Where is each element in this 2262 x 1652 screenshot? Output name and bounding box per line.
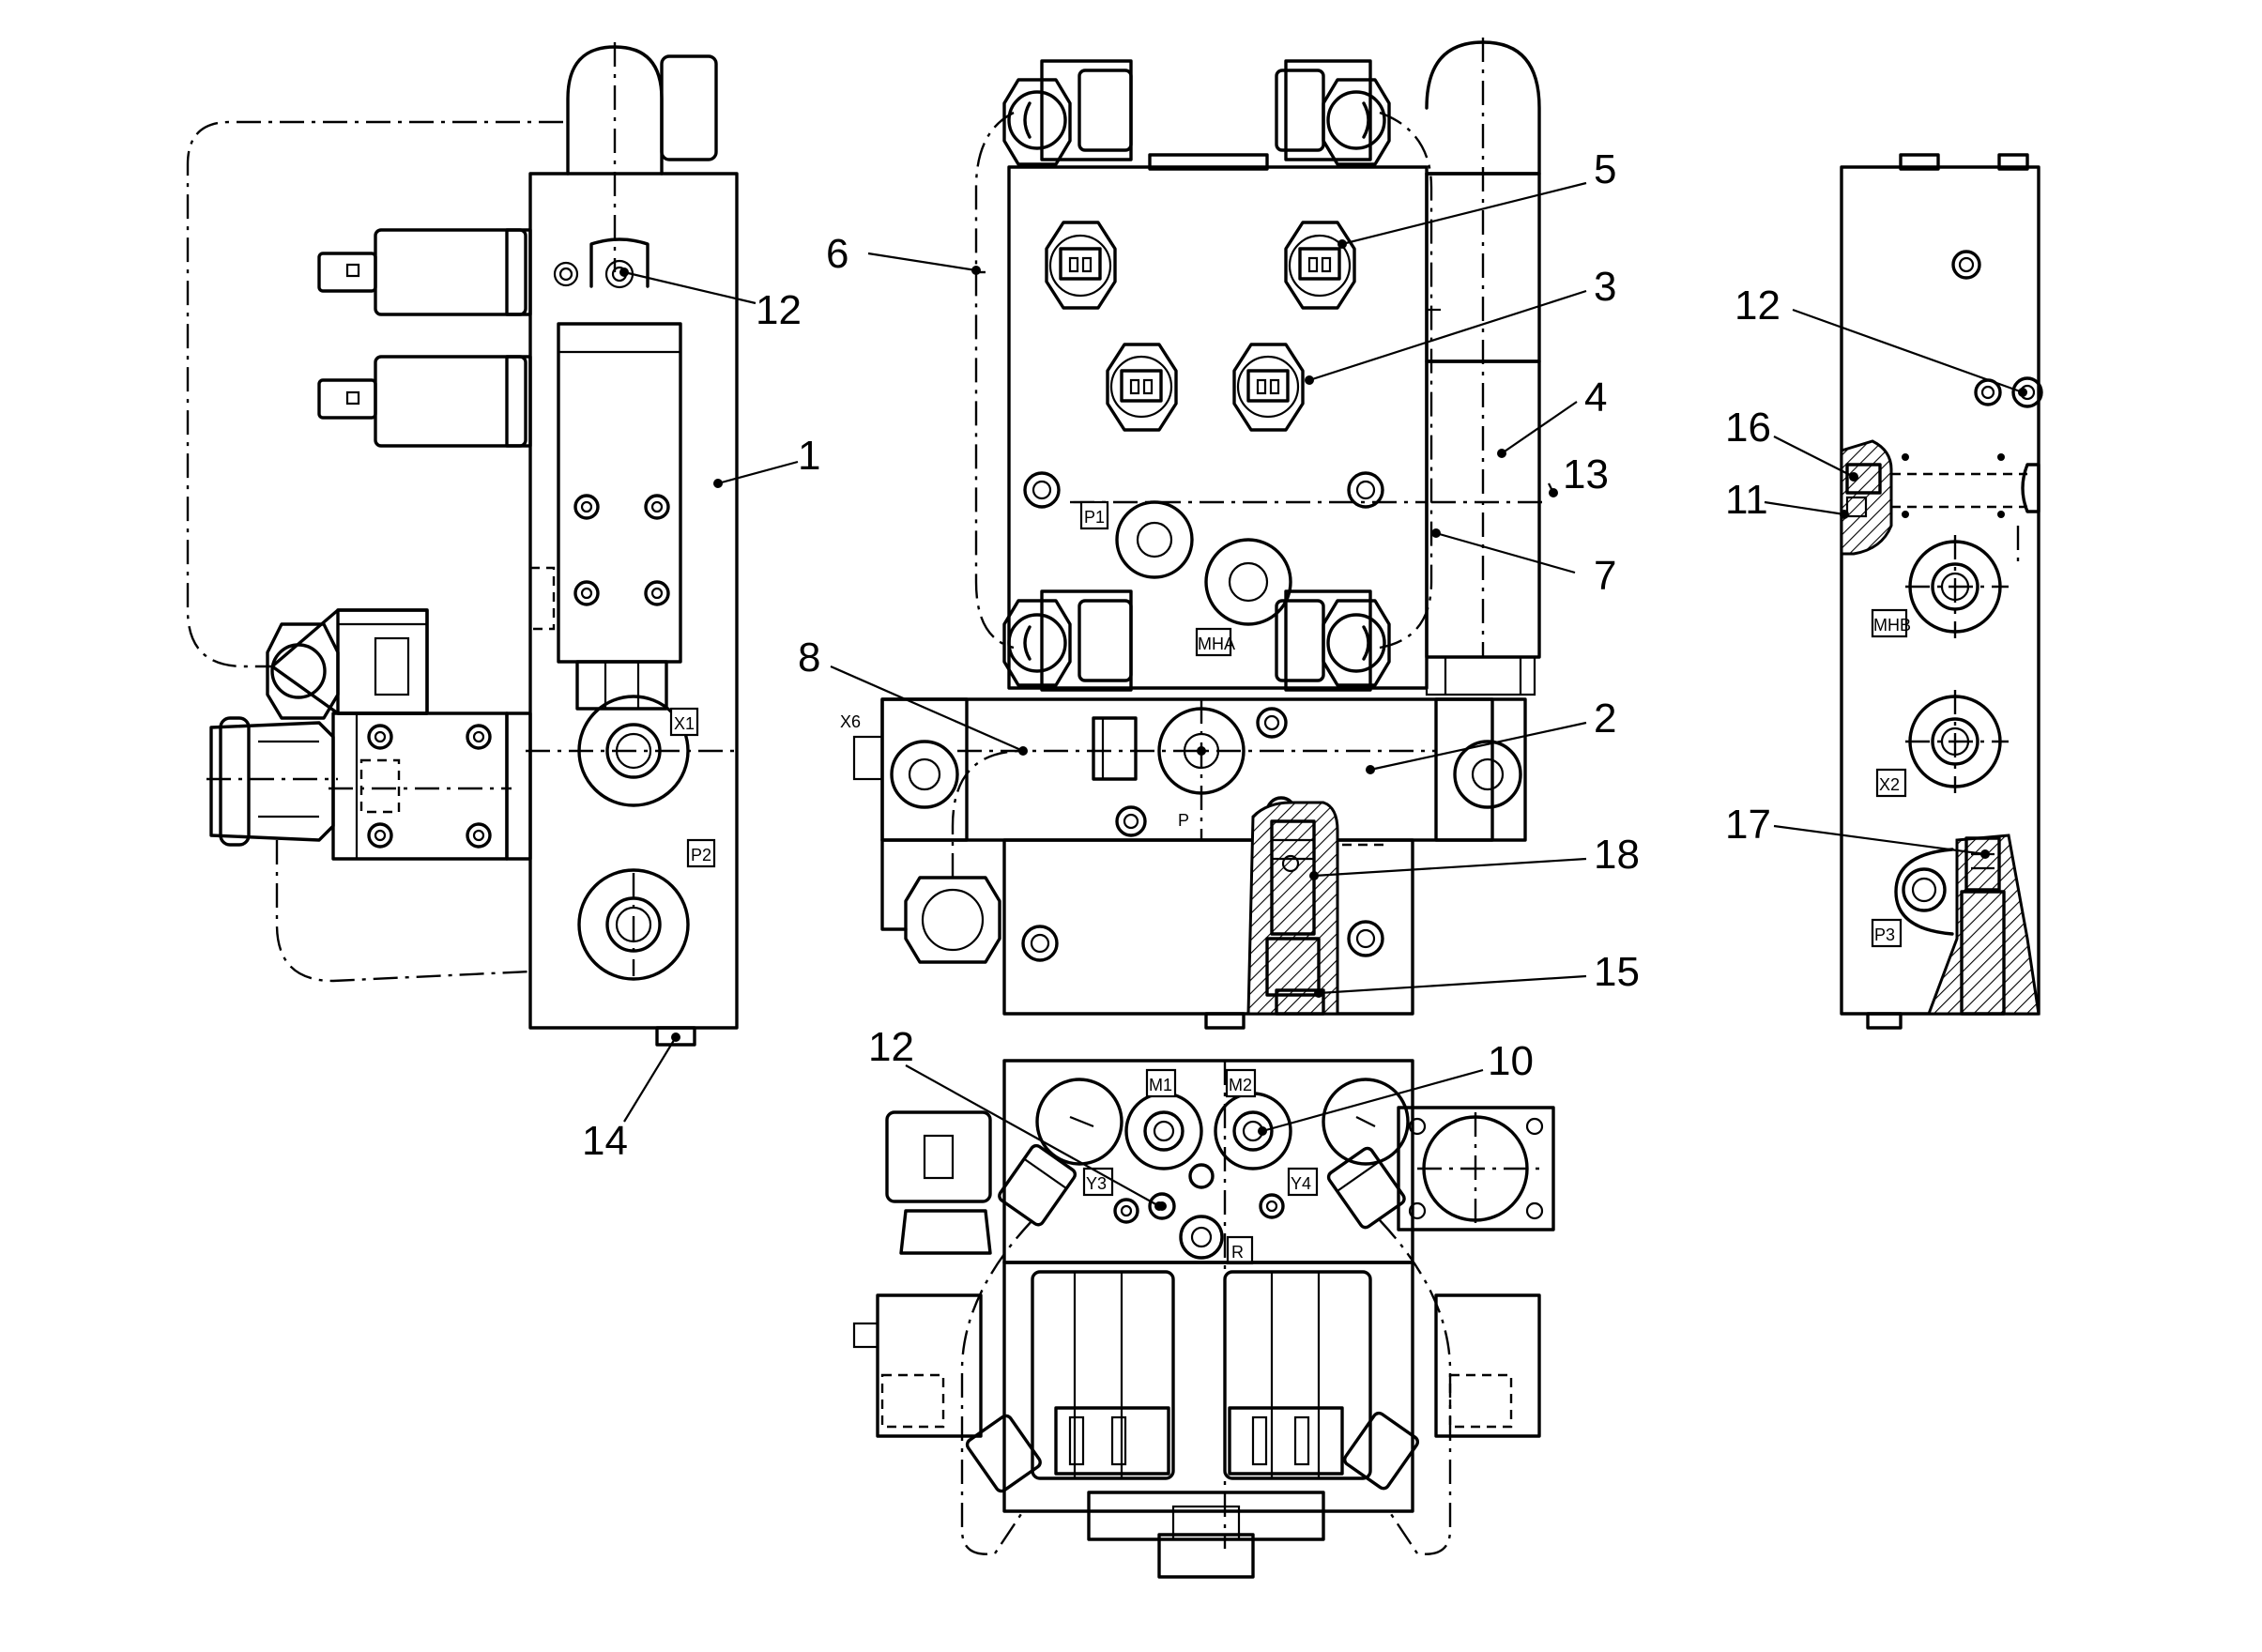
callout-12-left: 12 bbox=[756, 287, 802, 333]
callout-15: 15 bbox=[1594, 949, 1640, 995]
callout-10: 10 bbox=[1488, 1038, 1534, 1084]
port-label-p3: P3 bbox=[1874, 925, 1895, 944]
port-label-m1: M1 bbox=[1149, 1076, 1172, 1094]
port-label-mha: MHA bbox=[1198, 635, 1235, 653]
callout-16: 16 bbox=[1725, 405, 1771, 451]
callout-13: 13 bbox=[1563, 451, 1609, 497]
callout-12-bottom: 12 bbox=[868, 1024, 914, 1070]
callout-numbers: 1 12 14 6 5 3 4 13 7 8 2 18 15 12 10 12 … bbox=[582, 146, 1781, 1164]
solenoid-lower bbox=[317, 355, 532, 448]
port-label-m2: M2 bbox=[1229, 1076, 1252, 1094]
leader-lines bbox=[619, 181, 2027, 1211]
callout-8: 8 bbox=[798, 635, 820, 681]
pressure-sensor-mid-left bbox=[1106, 343, 1178, 432]
center-front-view: P1 MHA bbox=[840, 38, 1549, 1030]
pressure-sensor-mid-right bbox=[1232, 343, 1305, 432]
left-side-view: X1 P2 bbox=[186, 42, 741, 1047]
callout-11: 11 bbox=[1725, 477, 1768, 523]
port-label-mhb: MHB bbox=[1873, 616, 1911, 635]
callout-1: 1 bbox=[798, 433, 820, 479]
bottom-left-fitting bbox=[1002, 589, 1133, 692]
port-label-p: P bbox=[1178, 811, 1189, 830]
port-label-x2: X2 bbox=[1879, 775, 1900, 794]
callout-12-right: 12 bbox=[1735, 283, 1781, 329]
cutaway-cartridge bbox=[1246, 801, 1389, 1016]
port-label-p1: P1 bbox=[1084, 508, 1105, 527]
port-label-y3: Y3 bbox=[1086, 1174, 1107, 1193]
callout-2: 2 bbox=[1594, 696, 1616, 742]
port-label-p2: P2 bbox=[691, 846, 711, 864]
bottom-right-fitting bbox=[1275, 589, 1391, 692]
coil-pair-right bbox=[1223, 1270, 1372, 1480]
solenoid-upper bbox=[317, 228, 532, 316]
port-label-x6: X6 bbox=[840, 712, 861, 731]
pressure-sensor-top-right bbox=[1284, 221, 1356, 310]
port-label-y4: Y4 bbox=[1291, 1174, 1311, 1193]
callout-18: 18 bbox=[1594, 832, 1640, 878]
center-bottom-view: M1 M2 Y3 Y4 R bbox=[852, 1059, 1555, 1579]
callout-14: 14 bbox=[582, 1118, 628, 1164]
callout-3: 3 bbox=[1594, 264, 1616, 310]
callout-5: 5 bbox=[1594, 146, 1616, 192]
port-label-x1: X1 bbox=[674, 714, 695, 733]
top-right-fitting bbox=[1275, 59, 1391, 166]
callout-4: 4 bbox=[1584, 375, 1607, 421]
top-left-fitting bbox=[1002, 59, 1133, 166]
coil-pair-left bbox=[1031, 1270, 1175, 1480]
callout-6: 6 bbox=[826, 231, 848, 277]
port-label-r: R bbox=[1231, 1243, 1244, 1262]
callout-7: 7 bbox=[1594, 553, 1616, 599]
pressure-sensor-top-left bbox=[1045, 221, 1117, 310]
right-side-view: MHB X2 P3 bbox=[1840, 153, 2043, 1030]
callout-17: 17 bbox=[1725, 802, 1771, 848]
